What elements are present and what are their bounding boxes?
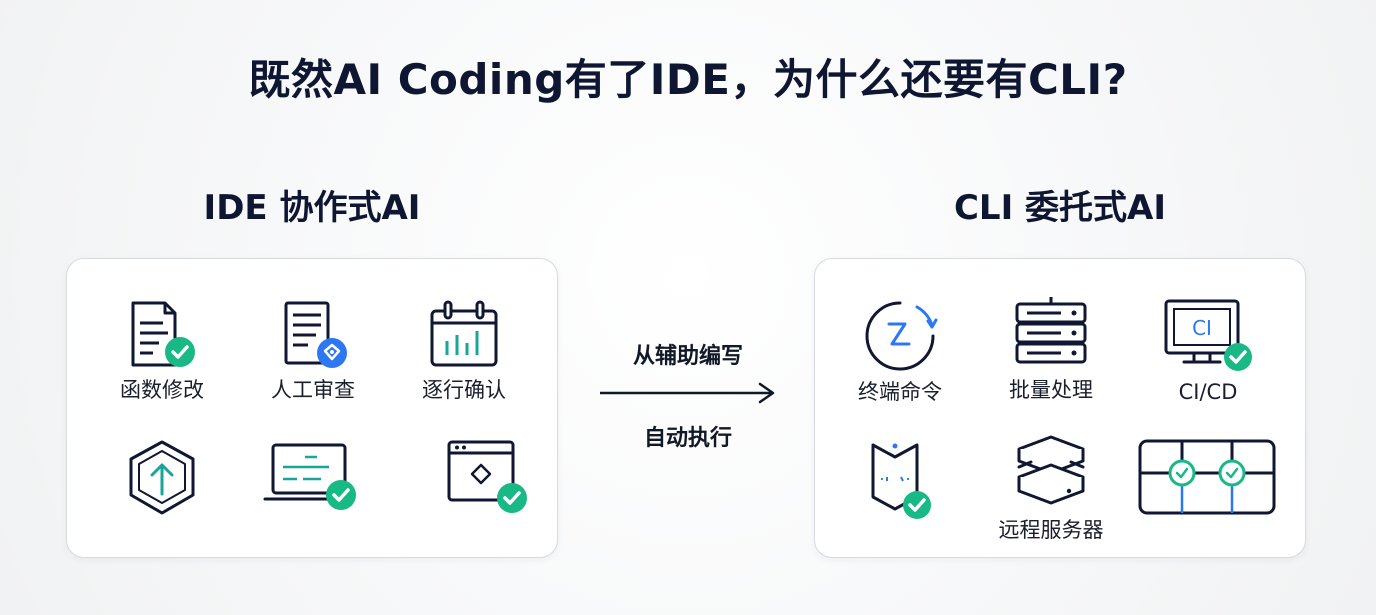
cli-item-cicd: CI CI/CD xyxy=(1133,299,1283,405)
main-title: 既然AI Coding有了IDE，为什么还要有CLI? xyxy=(248,55,1128,104)
server-rack-icon xyxy=(1015,297,1087,364)
transition-top-label: 从辅助编写 xyxy=(632,344,743,369)
ide-item-function-edit: 函数修改 xyxy=(87,299,237,403)
cli-panel: 终端命令 批量处理 CI xyxy=(814,258,1306,558)
shield-arrow-icon xyxy=(129,440,195,515)
ide-item-manual-review: 人工审查 xyxy=(238,299,388,403)
cli-item-label: 终端命令 xyxy=(858,380,942,404)
cli-item-terminal: 终端命令 xyxy=(825,299,975,405)
browser-window-check-icon xyxy=(447,440,527,513)
cli-item-label: CI/CD xyxy=(1178,380,1238,404)
terminal-loop-icon xyxy=(865,301,938,371)
ide-item-label: 人工审查 xyxy=(271,378,355,402)
ide-item-label: 逐行确认 xyxy=(422,378,506,402)
cli-item-label: 远程服务器 xyxy=(998,518,1104,542)
ide-item-shield xyxy=(87,439,237,519)
cli-item-book xyxy=(825,439,975,521)
right-arrow-icon xyxy=(600,382,775,404)
monitor-text: CI xyxy=(1192,316,1212,340)
ide-item-label: 函数修改 xyxy=(120,378,204,402)
ide-item-browser xyxy=(413,439,563,519)
transition-arrow-group: 从辅助编写 自动执行 xyxy=(598,330,778,451)
document-review-icon xyxy=(284,301,347,368)
ide-item-laptop xyxy=(238,443,388,515)
ide-item-line-confirm: 逐行确认 xyxy=(389,299,539,403)
cli-item-pipeline xyxy=(1137,439,1277,517)
document-check-icon xyxy=(131,301,195,367)
cli-item-batch: 批量处理 xyxy=(976,295,1126,403)
pipeline-icon xyxy=(1138,439,1276,515)
ide-panel: 函数修改 人工审查 xyxy=(66,258,558,558)
laptop-check-icon xyxy=(263,443,356,510)
cli-item-label: 批量处理 xyxy=(1009,378,1093,402)
stacked-servers-icon xyxy=(1017,435,1085,505)
transition-bottom-label: 自动执行 xyxy=(643,426,732,451)
book-check-icon xyxy=(871,443,931,519)
calendar-chart-icon xyxy=(430,300,498,367)
ci-monitor-icon: CI xyxy=(1164,299,1252,371)
cli-item-remote-server: 远程服务器 xyxy=(976,435,1126,543)
ide-section-title: IDE 协作式AI xyxy=(203,188,421,228)
cli-section-title: CLI 委托式AI xyxy=(953,188,1167,228)
